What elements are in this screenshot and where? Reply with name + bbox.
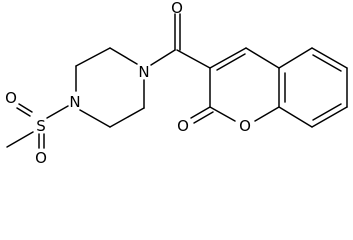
bond-c7-c8 xyxy=(311,106,348,128)
bond-o-ring-c8a xyxy=(254,106,280,122)
bond-carbonyl-c-to-n xyxy=(150,49,176,66)
bond-c8-c8a xyxy=(278,106,313,128)
bond-pip-n4-c xyxy=(79,109,111,128)
bond-n-s xyxy=(46,105,69,119)
bond-c7-c8-inner xyxy=(312,103,342,121)
bond-c3-c4 xyxy=(209,47,247,69)
bond-c2-o-ring xyxy=(209,106,236,122)
atom-carbonyl-o: O xyxy=(171,0,183,17)
atom-piperazine-n-bottom: N xyxy=(69,93,80,111)
bond-c2-o-exo-2 xyxy=(193,111,214,124)
bond-c4-c4a xyxy=(245,47,280,69)
atom-sulfonyl-o-bottom: O xyxy=(35,149,47,167)
atom-lactone-carbonyl-o: O xyxy=(177,117,189,135)
molecule-structure: O N N S O O O O xyxy=(5,0,348,167)
bond-c4a-c5 xyxy=(278,47,313,69)
bond-pip-c-c-bottom xyxy=(109,107,145,128)
bond-s-o-left-2 xyxy=(16,107,31,117)
bond-carbonyl-c-to-ring xyxy=(176,49,211,69)
bond-c2-o-exo-1 xyxy=(190,106,211,119)
bond-pip-c-c-top xyxy=(75,47,111,67)
bond-s-o-left-1 xyxy=(18,103,33,113)
bonds xyxy=(6,13,348,149)
bond-c5-c6-inner xyxy=(312,54,342,72)
bond-pip-n1-c xyxy=(109,47,138,65)
atom-labels: O N N S O O O O xyxy=(5,0,251,167)
bond-s-methyl xyxy=(6,131,34,148)
atom-piperazine-n-top: N xyxy=(138,63,149,81)
bond-c3-c4-inner xyxy=(216,53,246,71)
atom-sulfonyl-o-left: O xyxy=(5,89,17,107)
bond-c5-c6 xyxy=(311,47,348,69)
atom-ring-o: O xyxy=(239,117,251,135)
atom-sulfur: S xyxy=(36,117,46,135)
